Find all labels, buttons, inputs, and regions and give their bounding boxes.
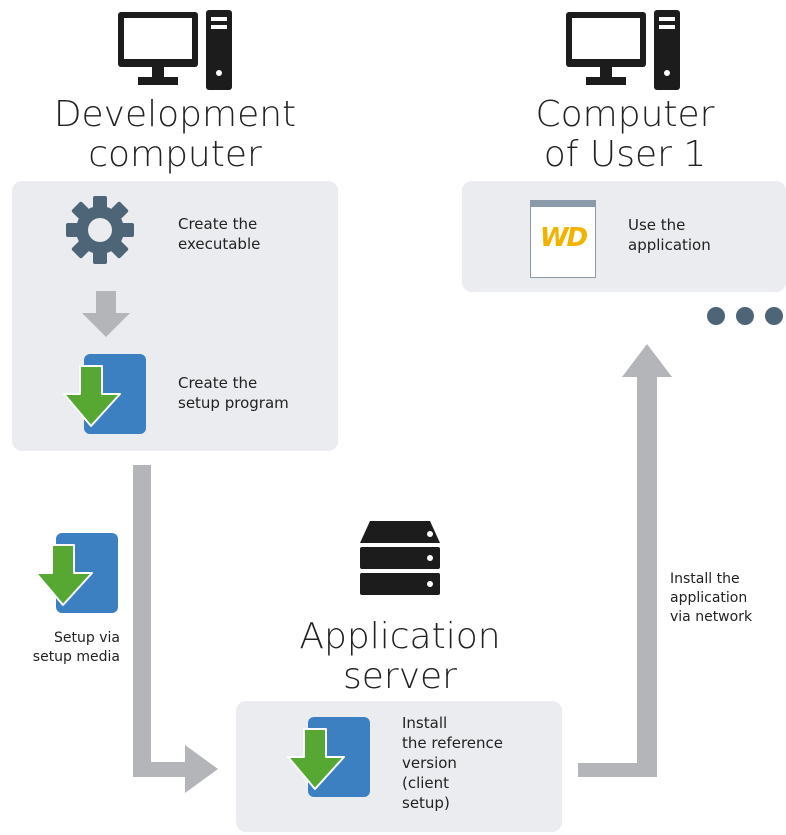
install-via-network-label: Install the application via network (670, 571, 753, 625)
step-create-setup-label: Create the setup program (178, 374, 289, 412)
down-arrow-icon (82, 291, 130, 337)
step-create-executable-label: Create the executable (178, 215, 261, 253)
node-title: Development computer (53, 94, 297, 175)
wd-app-icon: WD (530, 200, 596, 278)
wd-app-icon-text: WD (539, 223, 588, 253)
server-icon (360, 521, 440, 595)
user-steps-panel: WD Use the application (462, 181, 786, 292)
setup-install-icon (63, 354, 146, 434)
desktop-computer-icon (118, 10, 232, 90)
more-users-ellipsis-icon (707, 307, 783, 325)
server-steps-panel: Install the reference version (client se… (236, 701, 562, 832)
development-steps-panel: Create the executable Create the setup p… (12, 181, 338, 451)
setup-via-media-label: Setup via setup media (32, 630, 120, 665)
step-install-reference-label: Install the reference version (client se… (402, 714, 504, 812)
node-title: Application server (299, 616, 501, 697)
setup-install-icon (35, 533, 118, 613)
flow-arrow-dev-to-server (133, 465, 218, 793)
setup-install-icon (287, 717, 370, 797)
step-use-application-label: Use the application (628, 216, 711, 254)
gear-icon (66, 196, 134, 264)
desktop-computer-icon (566, 10, 680, 90)
node-title: Computer of User 1 (535, 94, 715, 175)
flow-arrow-server-to-user (578, 344, 672, 777)
